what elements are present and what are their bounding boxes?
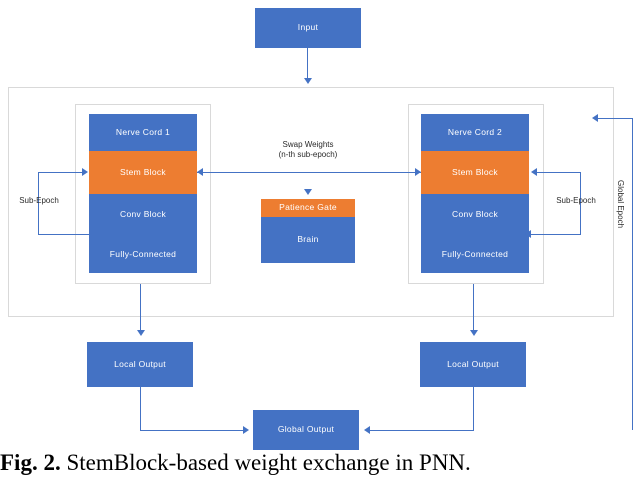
arrowhead-swap-right: [415, 168, 421, 176]
node-left-fully-connected: Fully-Connected: [89, 236, 197, 273]
node-left-stem-block-label: Stem Block: [120, 166, 166, 177]
node-nerve-cord-2: Nerve Cord 2: [421, 114, 529, 151]
node-right-fully-connected: Fully-Connected: [421, 236, 529, 273]
arrowhead-swap-left: [197, 168, 203, 176]
node-input: Input: [255, 8, 361, 48]
node-left-fully-connected-label: Fully-Connected: [109, 248, 177, 259]
connector-left-local-to-global: [140, 387, 141, 431]
node-local-output-right: Local Output: [420, 342, 526, 387]
node-right-fully-connected-label: Fully-Connected: [441, 248, 509, 259]
figure-diagram: Input Nerve Cord 1 Stem Block Conv Block…: [8, 8, 633, 450]
node-local-output-right-label: Local Output: [447, 358, 499, 369]
figure-caption: Fig. 2. StemBlock-based weight exchange …: [0, 450, 640, 476]
connector-right-local-to-global-h: [368, 430, 474, 431]
node-nerve-cord-2-label: Nerve Cord 2: [447, 126, 503, 137]
arrowhead-input-to-frame: [304, 78, 312, 84]
connector-input-to-frame: [307, 48, 308, 80]
connector-right-subepoch-vertical: [580, 172, 581, 234]
caption-label: Fig. 2.: [0, 450, 61, 475]
label-swap-weights: Swap Weights (n-th sub-epoch): [278, 140, 338, 159]
label-sub-epoch-left: Sub-Epoch: [19, 196, 59, 205]
arrowhead-global-output-left: [243, 426, 249, 434]
node-nerve-cord-1: Nerve Cord 1: [89, 114, 197, 151]
label-global-epoch: Global Epoch: [616, 180, 625, 229]
connector-right-subepoch-top: [535, 172, 581, 173]
arrowhead-right-subepoch: [531, 168, 537, 176]
node-brain: Brain: [261, 217, 355, 263]
node-local-output-left-label: Local Output: [114, 358, 166, 369]
connector-left-subepoch-bottom: [38, 234, 89, 235]
arrowhead-global-epoch: [592, 114, 598, 122]
node-global-output: Global Output: [253, 410, 359, 450]
node-global-output-label: Global Output: [277, 424, 335, 435]
node-patience-gate: Patience Gate: [261, 199, 355, 217]
arrowhead-left-subepoch: [82, 168, 88, 176]
node-right-stem-block: Stem Block: [421, 151, 529, 194]
connector-left-subepoch-vertical: [38, 172, 39, 234]
connector-right-local-to-global: [473, 387, 474, 431]
connector-left-to-local-output: [140, 284, 141, 334]
node-nerve-cord-1-label: Nerve Cord 1: [115, 126, 171, 137]
connector-global-epoch-vertical: [632, 118, 633, 430]
connector-swap-weights: [197, 172, 421, 174]
node-left-conv-block: Conv Block: [89, 194, 197, 236]
node-input-label: Input: [297, 22, 319, 33]
node-right-stem-block-label: Stem Block: [452, 166, 498, 177]
connector-left-subepoch-top: [38, 172, 84, 173]
node-right-conv-block-label: Conv Block: [452, 209, 498, 220]
connector-right-subepoch-bottom: [529, 234, 581, 235]
arrowhead-right-subepoch-lower: [525, 230, 531, 238]
node-left-conv-block-label: Conv Block: [120, 209, 166, 220]
arrowhead-left-local-output: [137, 330, 145, 336]
label-sub-epoch-right: Sub-Epoch: [556, 196, 596, 205]
node-local-output-left: Local Output: [87, 342, 193, 387]
arrowhead-right-local-output: [470, 330, 478, 336]
arrowhead-to-patience-gate: [304, 189, 312, 195]
connector-right-to-local-output: [473, 284, 474, 334]
connector-left-local-to-global-h: [140, 430, 246, 431]
caption-text: StemBlock-based weight exchange in PNN.: [66, 450, 471, 475]
node-brain-label: Brain: [297, 234, 319, 245]
node-right-conv-block: Conv Block: [421, 194, 529, 236]
arrowhead-global-output-right: [364, 426, 370, 434]
connector-global-epoch-top: [596, 118, 633, 119]
node-left-stem-block: Stem Block: [89, 151, 197, 194]
node-patience-gate-label: Patience Gate: [279, 202, 337, 213]
